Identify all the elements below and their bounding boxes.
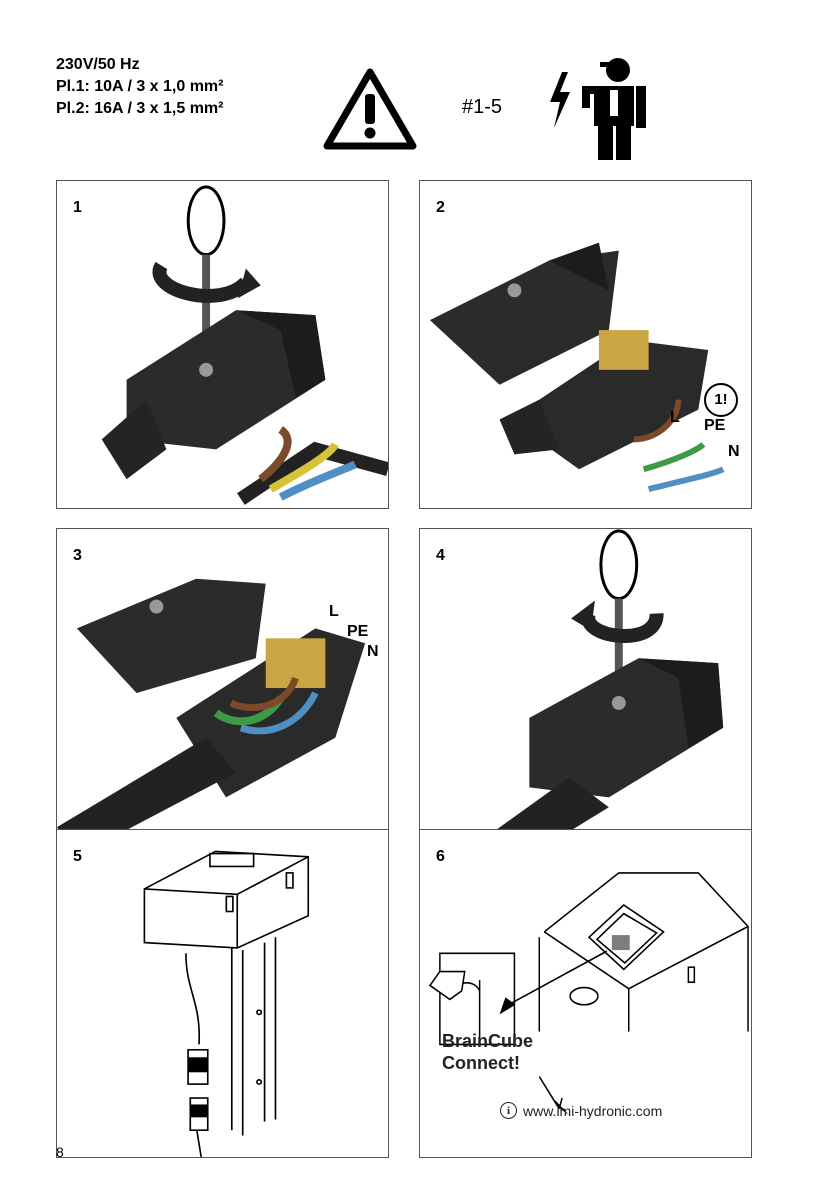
spec-plug-2: Pl.2: 16A / 3 x 1,5 mm² [56,98,223,120]
electrical-specs: 230V/50 Hz Pl.1: 10A / 3 x 1,0 mm² Pl.2:… [56,54,223,120]
opened-connector-illustration [420,181,751,508]
wired-connector-illustration [57,529,388,856]
label-neutral: N [728,443,740,461]
label-earth: PE [704,417,725,435]
closing-connector-illustration [420,529,751,856]
step-number: 4 [436,547,445,565]
step-number: 1 [73,199,82,217]
step-panel-5: 5 [56,829,389,1158]
info-icon: i [500,1102,517,1119]
electrician-icon [548,54,652,162]
website-url[interactable]: www.imi-hydronic.com [523,1103,662,1119]
label-neutral: N [367,643,379,661]
note-badge: 1! [704,383,738,417]
step-panel-2: 2 1! L PE N [419,180,752,509]
label-live: L [670,409,680,427]
label-live: L [329,603,339,621]
step-number: 3 [73,547,82,565]
step-panel-4: 4 [419,528,752,857]
reference-code: #1-5 [462,96,502,119]
actuator-plug-line-drawing [57,830,388,1157]
step-number: 2 [436,199,445,217]
spec-plug-1: Pl.1: 10A / 3 x 1,0 mm² [56,76,223,98]
label-earth: PE [347,623,368,641]
braincube-line-1: BrainCube [442,1030,533,1052]
step-panel-3: 3 L PE N [56,528,389,857]
step-panel-6: 6 BrainCube Connect! i www.imi-hydronic.… [419,829,752,1158]
connector-screwdriver-illustration [57,181,388,508]
spec-voltage: 230V/50 Hz [56,54,223,76]
website-link[interactable]: i www.imi-hydronic.com [500,1102,662,1119]
step-number: 5 [73,848,82,866]
braincube-line-2: Connect! [442,1052,533,1074]
step-number: 6 [436,848,445,866]
braincube-label: BrainCube Connect! [442,1030,533,1074]
page-number: 8 [56,1144,64,1160]
step-panel-1: 1 [56,180,389,509]
warning-triangle-icon [323,68,417,150]
